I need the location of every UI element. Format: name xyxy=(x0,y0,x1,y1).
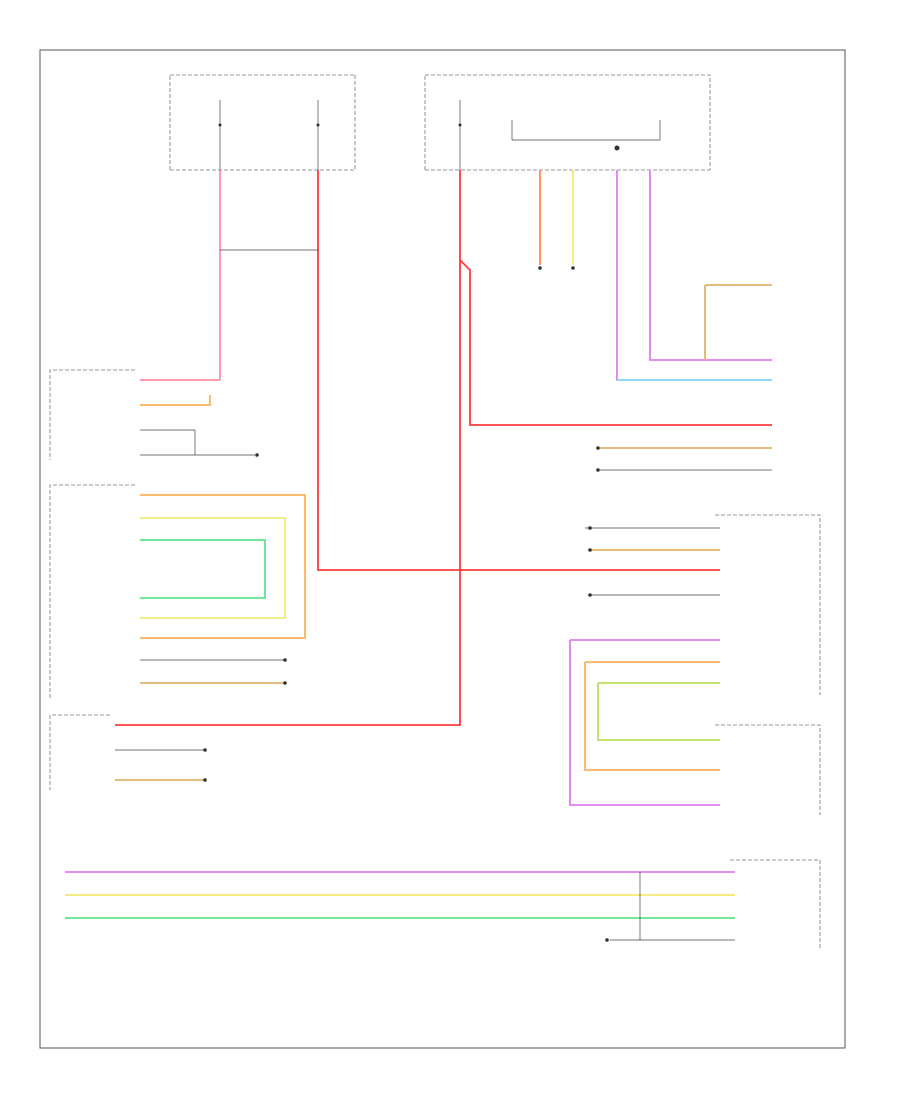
fuse-stubs xyxy=(218,100,661,170)
module-box-3 xyxy=(49,714,110,790)
wires-left-loops xyxy=(140,494,306,684)
module-box-right-3 xyxy=(730,859,821,950)
module-box-2 xyxy=(49,484,135,700)
fuse-box-right xyxy=(424,74,711,171)
module-box-1 xyxy=(49,369,135,460)
wires-right xyxy=(569,447,772,806)
module-box-right-2 xyxy=(715,724,821,815)
wires-left-small xyxy=(115,749,205,781)
ground-symbols xyxy=(203,266,609,942)
fuse-box-left xyxy=(169,74,356,171)
module-box-right-1 xyxy=(715,514,821,695)
wires-bottom xyxy=(65,871,735,941)
diagram-frame xyxy=(39,49,846,1049)
wire-red-center xyxy=(115,170,772,726)
wires-left-module xyxy=(140,395,255,456)
wire-pink-left xyxy=(140,170,221,381)
wires-top-right xyxy=(539,170,772,381)
